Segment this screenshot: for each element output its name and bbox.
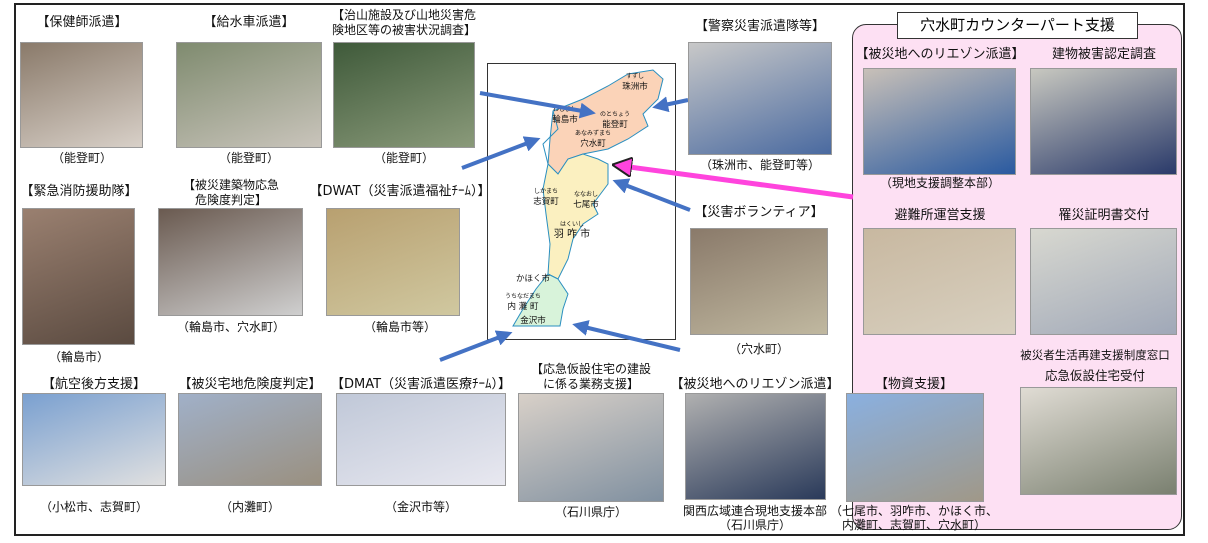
map-label-anamizu: 穴水町 [580, 138, 606, 149]
panel-caption: （内灘町） [219, 500, 280, 514]
blue-arrow [461, 136, 541, 170]
panel-caption: （輪島市等） [363, 320, 436, 334]
panel-title: 【被災地へのリエゾン派遣】 [670, 377, 840, 392]
panel-title: 【航空後方支援】 [41, 377, 146, 392]
counterpart-header: 穴水町カウンターパート支援 [897, 12, 1138, 39]
map-label-kana: すずし [626, 72, 644, 80]
panel-title: 建物被害認定調査 [1051, 47, 1156, 62]
damage-assessment-photo [1030, 68, 1177, 175]
panel-title: 【緊急消防援助隊】 [20, 184, 138, 199]
panel-title: 【治山施設及び山地災害危 [331, 8, 476, 22]
reception-title-2: 応急仮設住宅受付 [1044, 368, 1145, 383]
map-label-kahoku: かほく市 [516, 273, 551, 284]
helicopter-photo [22, 393, 166, 486]
shelter-photo [863, 228, 1016, 335]
water-truck-photo [176, 42, 322, 148]
panel-caption: （小松市、志賀町） [39, 500, 148, 514]
panel-title: に係る業務支援】 [542, 377, 639, 391]
panel-title: 【保健師派遣】 [36, 15, 128, 30]
panel-caption: （穴水町） [728, 342, 789, 356]
map-label-kana: ななおし [574, 191, 598, 198]
panel-caption: （七尾市、羽咋市、かほく市、 [829, 504, 998, 518]
panel-caption: （能登町） [373, 151, 434, 165]
map-region [542, 153, 609, 280]
map-label-shika: 志賀町 [533, 196, 559, 207]
liaison-hq-photo [685, 393, 826, 500]
map-region [542, 110, 559, 165]
panel-title: 険地区等の被害状況調査】 [331, 23, 476, 37]
panel-title: 避難所運営支援 [894, 208, 986, 223]
map-label-kana: しかまち [534, 188, 558, 195]
reception-title-1: 被災者生活再建支援制度窓口 [1020, 348, 1170, 362]
blue-arrow [612, 178, 691, 212]
volunteer-photo [690, 228, 828, 335]
map-label-suzu: 珠洲市 [622, 81, 648, 92]
map-label-kana: はくいし [560, 221, 584, 228]
panel-caption: （石川県庁） [554, 505, 627, 519]
panel-caption: （能登町） [218, 151, 279, 165]
map-label-kana: あなみずまち [575, 129, 611, 137]
panel-title: 【DMAT（災害派遣医療ﾁｰﾑ）】 [330, 377, 512, 392]
liaison-meeting-photo [863, 68, 1016, 175]
temporary-housing-photo [518, 393, 664, 502]
housing-reception-photo [1020, 387, 1177, 495]
blue-arrow [572, 320, 681, 352]
dwat-photo [326, 208, 460, 316]
outer-frame [14, 3, 1185, 536]
panel-title: 【災害ボランティア】 [694, 205, 824, 220]
panel-title: 危険度判定】 [194, 193, 267, 207]
panel-title: 【警察災害派遣隊等】 [694, 19, 825, 34]
certificate-photo [1030, 228, 1177, 335]
fire-rescue-photo [22, 208, 135, 345]
panel-caption: （輪島市、穴水町） [176, 320, 285, 334]
blue-arrow [439, 330, 513, 362]
map-label-kanazawa: 金沢市 [520, 315, 546, 326]
panel-caption: （能登町） [51, 151, 112, 165]
panel-caption: （輪島市） [48, 350, 109, 364]
building-inspection-photo [158, 208, 303, 316]
nurse-visit-photo [20, 42, 143, 148]
panel-caption: （金沢市等） [384, 500, 457, 514]
map-region [512, 273, 569, 327]
panel-caption: （現地支援調整本部） [879, 176, 1000, 190]
map-label-nanao: 七尾市 [573, 199, 599, 210]
dmat-photo [336, 393, 506, 486]
blue-arrow [479, 91, 596, 119]
pink-arrow [622, 166, 854, 200]
police-photo [688, 42, 832, 155]
map-label-noto: 能登町 [602, 119, 628, 130]
panel-title: 【物資支援】 [874, 377, 953, 392]
panel-title: 【被災地へのリエゾン派遣】 [855, 47, 1025, 62]
panel-title: 【被災建築物応急 [182, 178, 279, 192]
panel-caption: （珠洲市、能登町等） [699, 158, 820, 172]
map-label-kana: うちなだまち [505, 293, 541, 300]
residential-land-photo [178, 393, 322, 486]
panel-title: 【被災宅地危険度判定】 [178, 377, 322, 392]
blue-arrow [652, 96, 689, 113]
map-label-wajima: 輪島市 [552, 114, 578, 125]
supply-truck-photo [846, 393, 984, 502]
map-svg: すずし珠洲市わじまし輪島市のとちょう能登町あなみずまち穴水町しかまち志賀町ななお… [505, 69, 664, 327]
panel-caption: 内灘町、志賀町、穴水町） [841, 518, 986, 532]
panel-title: 【給水車派遣】 [203, 15, 295, 30]
panel-title: 罹災証明書交付 [1058, 208, 1150, 223]
panel-caption: （石川県庁） [718, 518, 791, 532]
map-label-kana: のとちょう [600, 111, 630, 118]
map-label-hakui: 羽 咋 市 [554, 227, 590, 240]
panel-title: 【DWAT（災害派遣福祉ﾁｰﾑ）】 [309, 184, 491, 199]
map-label-uchinada: 内 灘 町 [508, 301, 539, 312]
forest-survey-photo [333, 42, 475, 148]
panel-title: 【応急仮設住宅の建設 [530, 362, 651, 376]
panel-caption: 関西広域連合現地支援本部 [682, 504, 827, 518]
